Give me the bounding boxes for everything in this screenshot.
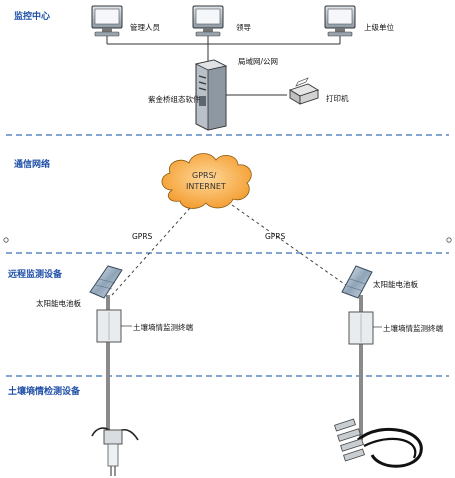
computer-admin-icon xyxy=(91,5,123,37)
gprs-internet-cloud-icon xyxy=(161,153,252,209)
label-gprs-right: GPRS xyxy=(265,232,286,241)
label-leader: 领导 xyxy=(236,23,251,32)
label-solar-right: 太阳能电池板 xyxy=(373,280,418,289)
left-station-pole-icon xyxy=(106,295,110,440)
gprs-link-left xyxy=(111,207,191,296)
lan-bus xyxy=(106,36,341,96)
edge-marker-left xyxy=(3,237,9,243)
left-terminal-box-icon xyxy=(96,309,122,343)
right-terminal-box-icon xyxy=(348,311,374,345)
left-solar-panel-icon xyxy=(89,265,123,299)
printer-icon xyxy=(288,77,320,105)
cloud-label-line1: GPRS/ xyxy=(192,171,217,180)
cloud-label-line2: INTERNET xyxy=(186,182,226,191)
left-soil-sensor-icon xyxy=(91,427,139,476)
gprs-link-right xyxy=(231,204,361,296)
label-solar-left: 太阳能电池板 xyxy=(36,299,81,308)
edge-marker-right xyxy=(446,237,452,243)
right-solar-panel-icon xyxy=(341,265,373,299)
section-title-communication-network: 通信网络 xyxy=(14,160,51,170)
section-title-monitoring-center: 监控中心 xyxy=(14,12,51,22)
server-icon xyxy=(194,59,228,131)
label-superior: 上级单位 xyxy=(364,23,394,32)
computer-leader-icon xyxy=(192,5,224,37)
right-soil-sensor-icon xyxy=(334,418,423,468)
section-title-remote-monitoring: 远程监测设备 xyxy=(8,270,63,280)
label-lan: 局域网/公网 xyxy=(238,57,279,66)
label-terminal-right: 土壤墒情监测终端 xyxy=(383,324,443,333)
label-gprs-left: GPRS xyxy=(132,232,153,241)
label-terminal-left: 土壤墒情监测终端 xyxy=(133,323,193,332)
section-title-soil-detection: 土壤墒情检测设备 xyxy=(8,387,81,397)
computer-superior-icon xyxy=(324,5,356,37)
right-station-pole-icon xyxy=(359,295,363,440)
label-printer: 打印机 xyxy=(326,94,349,103)
label-admin: 管理人员 xyxy=(130,23,160,32)
label-server: 紫金桥组态软件 xyxy=(148,95,201,104)
